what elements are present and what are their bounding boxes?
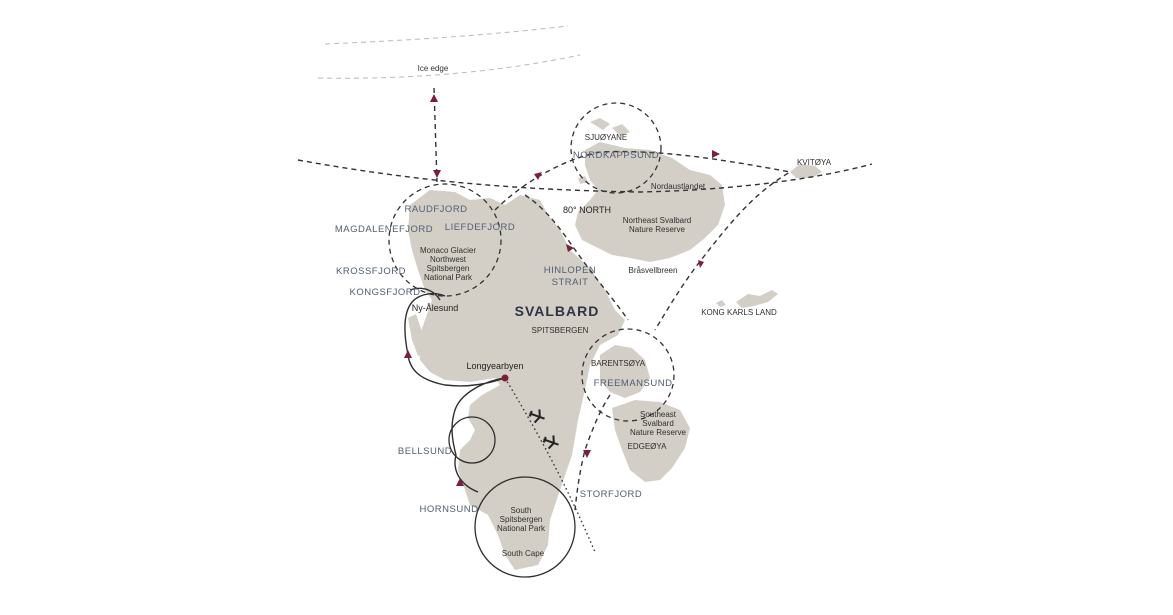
nordkappsund-label: NORDKAPPSUND [573,150,659,161]
reserve-line: Spitsbergen [500,515,543,524]
plane-icon [528,409,545,424]
nordaustlandet-label: Nordaustlandet [651,182,706,191]
town-marker-icon [501,374,509,382]
land-kong-karls-land [716,290,778,308]
reserve-line: Northeast Svalbard [623,216,691,225]
circle-northwest [388,183,502,297]
reserve-line: Nature Reserve [630,428,687,437]
freemansund-label: FREEMANSUND [594,378,673,389]
longyearbyen-label: Longyearbyen [466,361,523,371]
land-edgeoya [612,400,690,482]
route-arrow-icon [404,94,720,486]
bellsund-label: BELLSUND [398,446,452,457]
land-nordaustlandet [575,118,725,262]
magdalenefjord-label: MAGDALENEFJORD [335,224,433,235]
route-ice-edge [433,87,438,183]
kvitoya-label: KVITØYA [797,158,832,167]
latitude-label: 80° NORTH [563,205,611,215]
circle-bellsund [448,416,496,464]
reserve-line: South [511,506,532,515]
reserve-line: Southeast [640,410,677,419]
raudfjord-label: RAUDFJORD [404,204,467,215]
reserve-line: Nature Reserve [629,225,686,234]
land-spitsbergen [408,190,625,570]
route-storfjord [574,394,611,511]
land-prins-karls-forland [408,314,424,356]
storfjord-label: STORFJORD [580,489,642,500]
flight-path [504,377,596,553]
barentsoya-label: BARENTSØYA [591,359,646,368]
northwest-reserve-label: Monaco Glacier Northwest Spitsbergen Nat… [420,246,476,282]
reserve-line: National Park [424,273,473,282]
map-title: SVALBARD [515,303,600,319]
circle-south-spitsbergen [474,476,576,578]
kongsfjord-label: KONGSFJORD [350,287,421,298]
liefdefjord-label: LIEFDEFJORD [445,222,515,233]
spitsbergen-label: SPITSBERGEN [532,326,589,335]
ice-edge-line [317,54,581,79]
reserve-line: Spitsbergen [427,264,470,273]
krossfjord-label: KROSSFJORD [336,266,406,277]
ny-alesund-label: Ny-Ålesund [412,303,459,313]
land-kvitoya [790,164,822,178]
circle-nordkappsund [570,102,662,194]
south-cape-label: South Cape [502,549,545,558]
kong-karls-land-label: KONG KARLS LAND [701,308,777,317]
reserve-line: Northwest [430,255,467,264]
ice-edge-label: Ice edge [418,64,449,73]
reserve-line: Svalbard [642,419,674,428]
plane-icon [542,435,559,450]
latitude-80-line [297,159,873,193]
hornsund-label: HORNSUND [420,504,479,515]
hinlopen-label: HINLOPEN [544,265,597,276]
land-barentsoya [600,345,650,398]
hinlopen-strait-label: STRAIT [552,277,589,288]
southeast-reserve-label: Southeast Svalbard Nature Reserve [630,410,687,437]
brasvellbreen-label: Bråsvellbreen [629,266,678,275]
ice-edge-line [324,25,569,45]
reserve-line: Monaco Glacier [420,246,476,255]
edgeoya-label: EDGEØYA [628,442,668,451]
route-kongsfjord-loop [409,287,441,301]
sjuoyane-label: SJUØYANE [585,133,628,142]
reserve-line: National Park [497,524,546,533]
circle-freemansund [581,328,675,422]
route-north-crossing [494,150,792,331]
south-reserve-label: South Spitsbergen National Park [497,506,546,533]
northeast-reserve-label: Northeast Svalbard Nature Reserve [623,216,691,234]
